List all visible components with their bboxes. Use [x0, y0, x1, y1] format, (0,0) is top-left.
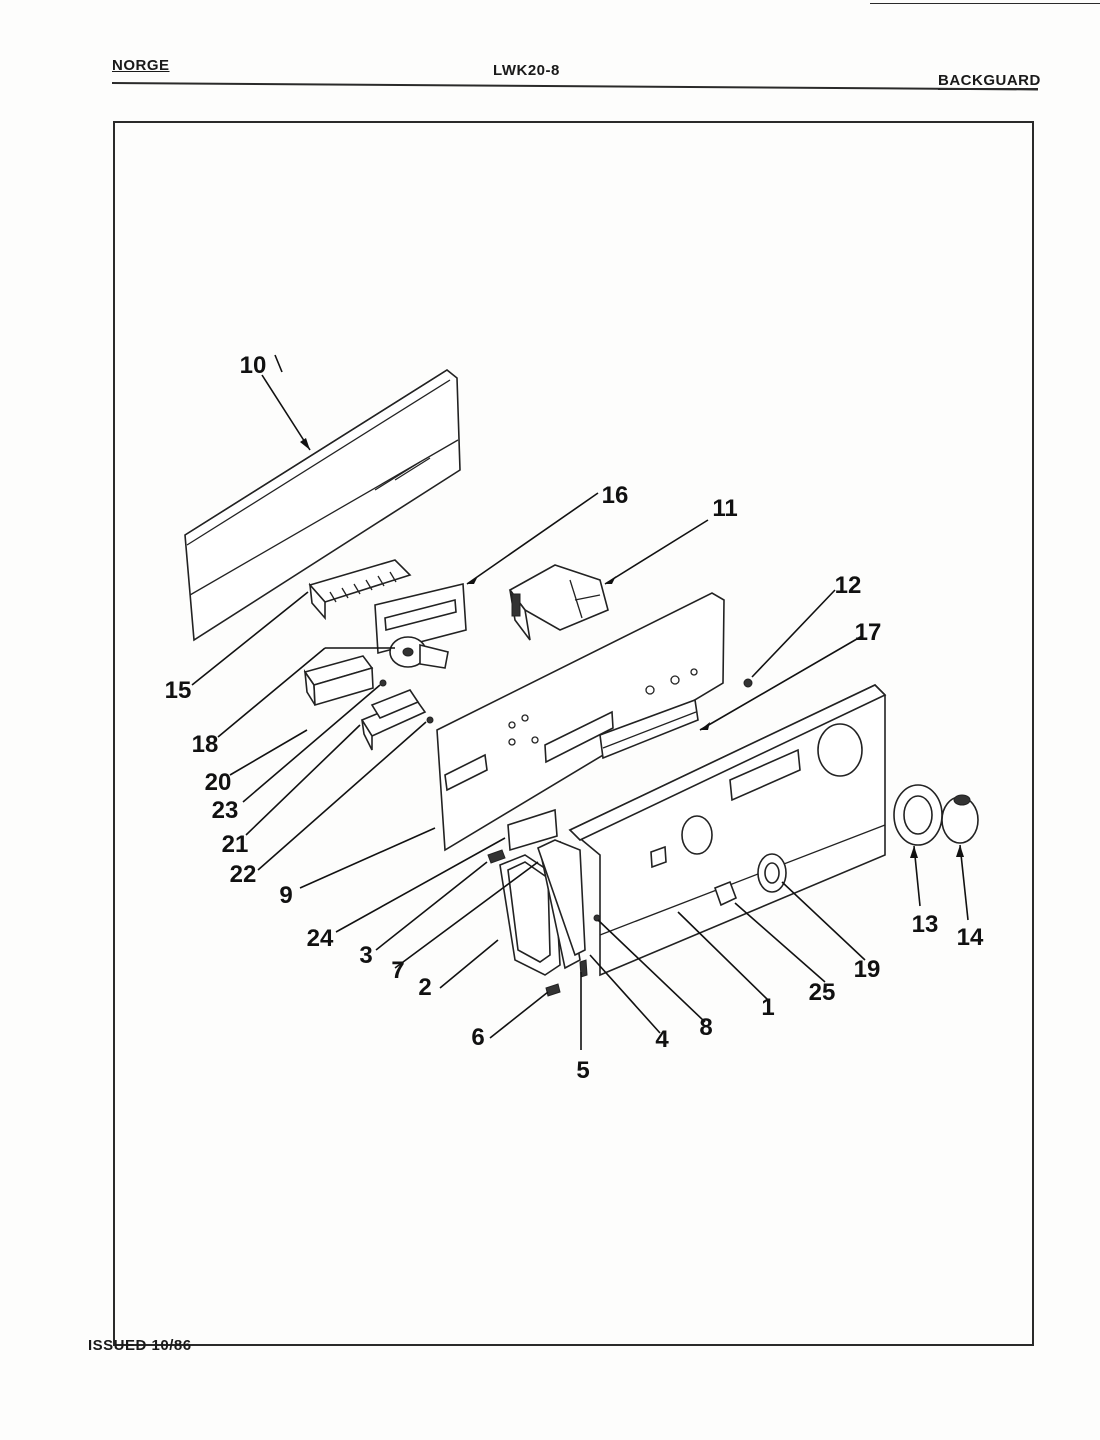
part-12-screw [743, 678, 753, 688]
callout-21: 21 [222, 831, 249, 858]
callout-11: 11 [712, 495, 737, 522]
callout-23: 23 [212, 797, 239, 824]
part-22-screw [426, 716, 434, 724]
callout-1: 1 [761, 994, 774, 1021]
part-13-dial-skirt [893, 784, 943, 846]
leader-arrowheads [300, 438, 964, 858]
callout-19: 19 [854, 956, 881, 983]
part-16-switch-bracket [374, 583, 467, 655]
part-14-knob [941, 794, 979, 844]
callout-22: 22 [230, 861, 257, 888]
part-6-clip [545, 983, 561, 997]
callout-20: 20 [205, 769, 232, 796]
callout-13: 13 [912, 911, 939, 938]
part-17-window [599, 698, 699, 760]
callout-4: 4 [655, 1026, 669, 1053]
model-number: LWK20-8 [493, 62, 560, 79]
part-24-lens [507, 808, 558, 852]
callout-3: 3 [359, 942, 372, 969]
part-1-backguard-console [568, 684, 887, 977]
callout-2: 2 [418, 974, 431, 1001]
part-10-rear-panel [184, 369, 461, 642]
diagram-frame [113, 121, 1034, 1346]
callout-12: 12 [835, 572, 862, 599]
callout-7: 7 [391, 957, 404, 984]
issued-date: ISSUED 10/86 [88, 1337, 192, 1354]
callout-5: 5 [576, 1057, 589, 1084]
callout-25: 25 [809, 979, 836, 1006]
part-25-button [713, 880, 738, 907]
header-rule-right [938, 88, 1038, 90]
callout-24: 24 [307, 925, 334, 952]
brand-label: NORGE [112, 57, 170, 74]
callout-16: 16 [602, 482, 629, 509]
callout-18: 18 [192, 731, 219, 758]
part-20-switch-block [303, 655, 374, 707]
callout-17: 17 [855, 619, 882, 646]
callout-8: 8 [699, 1014, 712, 1041]
part-4-trim-strip [537, 839, 586, 957]
section-title: BACKGUARD [938, 72, 1041, 89]
callout-15: 15 [165, 677, 192, 704]
part-19-knob [757, 853, 787, 893]
part-3-clip [487, 849, 506, 864]
callout-10: 10 [240, 352, 267, 379]
part-2-end-cap [499, 854, 561, 976]
leader-lines [191, 354, 969, 1050]
part-21-bracket [360, 689, 427, 751]
top-edge-rule [870, 3, 1100, 4]
part-11-timer [508, 564, 609, 641]
part-23-screw [379, 679, 387, 687]
part-15-terminal-block [308, 559, 412, 621]
callout-9: 9 [279, 882, 292, 909]
part-9-control-panel [436, 592, 725, 852]
callout-14: 14 [957, 924, 984, 951]
callout-6: 6 [471, 1024, 484, 1051]
part-18-selector-switch [389, 636, 449, 669]
